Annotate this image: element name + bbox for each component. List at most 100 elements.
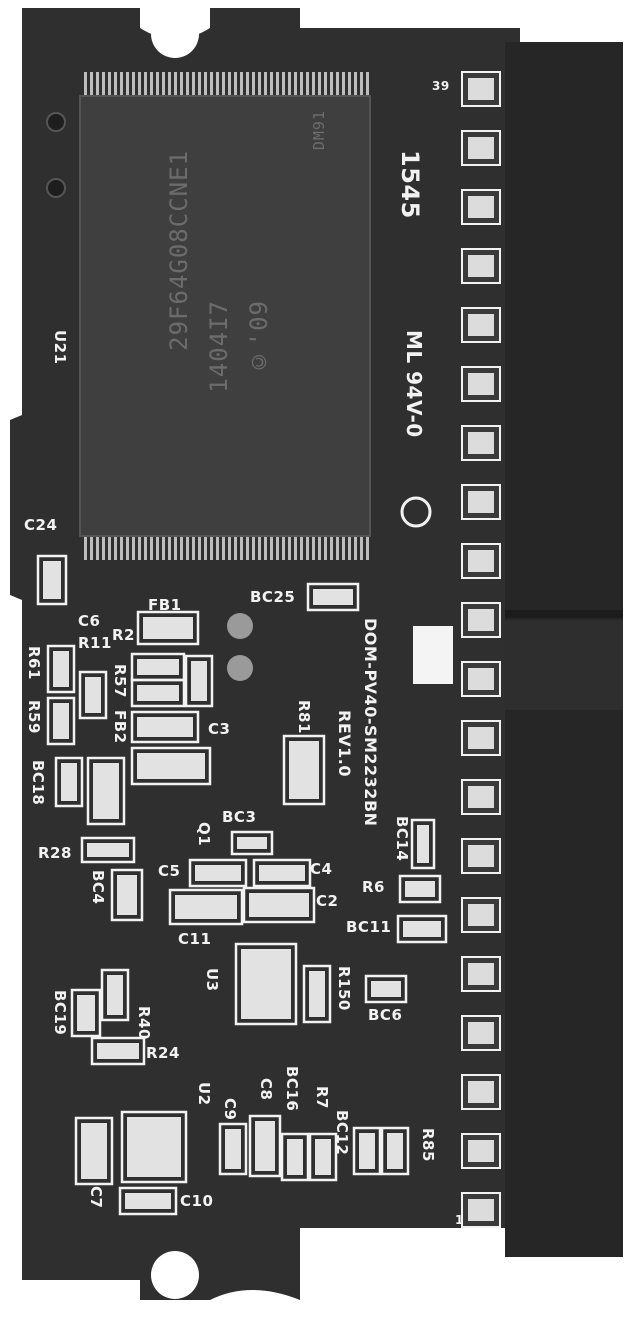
chip-pin xyxy=(150,534,153,560)
component-outline xyxy=(130,746,212,786)
component-body xyxy=(137,685,179,701)
chip-pin-rows xyxy=(84,72,369,560)
chip-pin xyxy=(282,534,285,560)
component-body xyxy=(143,617,193,639)
component-body xyxy=(403,921,441,937)
component-outline xyxy=(242,886,316,924)
chip-pin xyxy=(330,534,333,560)
component-body xyxy=(53,651,69,687)
component-body xyxy=(371,981,401,997)
designator-c9: C9 xyxy=(221,1098,239,1121)
chip-pin xyxy=(102,534,105,560)
chip-pin xyxy=(258,534,261,560)
mounting-hole-bottom xyxy=(151,1251,199,1299)
component-outline xyxy=(130,678,186,708)
connector-divider xyxy=(505,610,623,618)
component-outline xyxy=(364,974,408,1004)
connector-pad xyxy=(468,609,494,631)
chip-pin xyxy=(324,534,327,560)
component-body xyxy=(137,717,193,737)
component-outline xyxy=(306,582,360,612)
chip-pin xyxy=(348,72,351,98)
chip-pin xyxy=(132,534,135,560)
chip-pin xyxy=(342,72,345,98)
edge-connector-pads xyxy=(461,71,501,1228)
component-body xyxy=(93,763,119,819)
connector-pad xyxy=(468,550,494,572)
designator-c2: C2 xyxy=(316,892,339,910)
chip-pin xyxy=(276,72,279,98)
component-outline xyxy=(248,1114,282,1178)
connector-pad xyxy=(468,904,494,926)
component-outline xyxy=(218,1122,248,1176)
chip-pin xyxy=(348,534,351,560)
chip-pin xyxy=(90,72,93,98)
connector-pad xyxy=(468,786,494,808)
via-hole xyxy=(46,112,66,132)
chip-pin xyxy=(216,72,219,98)
designator-r7: R7 xyxy=(313,1086,331,1109)
component-body xyxy=(225,1129,241,1169)
designator-c3: C3 xyxy=(208,720,231,738)
chip-pin xyxy=(138,534,141,560)
chip-pin xyxy=(276,534,279,560)
component-body xyxy=(175,895,237,919)
component-body xyxy=(417,825,429,863)
chip-pin xyxy=(336,534,339,560)
ul-rating-label: ML 94V-0 xyxy=(402,330,426,438)
chip-pin xyxy=(168,72,171,98)
chip-pin xyxy=(126,72,129,98)
pin-last-label: 39 xyxy=(432,79,450,93)
chip-pin xyxy=(228,72,231,98)
component-outline xyxy=(252,858,312,888)
designator-u21: U21 xyxy=(51,330,69,365)
chip-pin xyxy=(174,534,177,560)
component-body xyxy=(359,1133,375,1169)
designator-r85: R85 xyxy=(419,1128,437,1162)
chip-pin xyxy=(108,72,111,98)
designator-r61: R61 xyxy=(25,646,43,680)
component-outline xyxy=(280,1132,310,1182)
component-body xyxy=(81,1123,107,1179)
component-body xyxy=(249,893,309,917)
chip-pin xyxy=(114,534,117,560)
chip-pin xyxy=(270,72,273,98)
designator-bc11: BC11 xyxy=(346,918,392,936)
connector-pad xyxy=(468,1022,494,1044)
component-body xyxy=(127,1117,181,1177)
connector-pad xyxy=(468,196,494,218)
chip-pin xyxy=(252,72,255,98)
chip-pin xyxy=(156,534,159,560)
component-body xyxy=(85,677,101,713)
chip-pin xyxy=(114,72,117,98)
component-outline xyxy=(46,696,76,746)
designator-c6: C6 xyxy=(78,612,101,630)
designator-r6: R6 xyxy=(362,878,385,896)
designator-r40: R40 xyxy=(135,1006,153,1040)
component-body xyxy=(137,753,205,779)
chip-pin xyxy=(294,534,297,560)
chip-pin xyxy=(252,534,255,560)
chip-pin xyxy=(156,72,159,98)
chip-marking-copyright: ©'09 xyxy=(245,300,273,376)
ul-mark-circle xyxy=(400,496,432,528)
component-outline xyxy=(86,756,126,826)
chip-pin xyxy=(354,534,357,560)
designator-bc3: BC3 xyxy=(222,808,257,826)
chip-pin xyxy=(108,534,111,560)
designator-c24: C24 xyxy=(24,516,58,534)
chip-pin xyxy=(84,534,87,560)
designator-r2: R2 xyxy=(112,626,135,644)
chip-pin xyxy=(210,534,213,560)
component-body xyxy=(137,659,179,675)
connector-pad xyxy=(468,314,494,336)
smd-components xyxy=(36,554,448,1216)
component-outline xyxy=(396,914,448,944)
connector-pad xyxy=(468,432,494,454)
component-outline xyxy=(234,942,298,1026)
chip-pin xyxy=(180,72,183,98)
chip-pin xyxy=(288,72,291,98)
designator-c7: C7 xyxy=(87,1186,105,1209)
component-outline xyxy=(308,1132,338,1182)
